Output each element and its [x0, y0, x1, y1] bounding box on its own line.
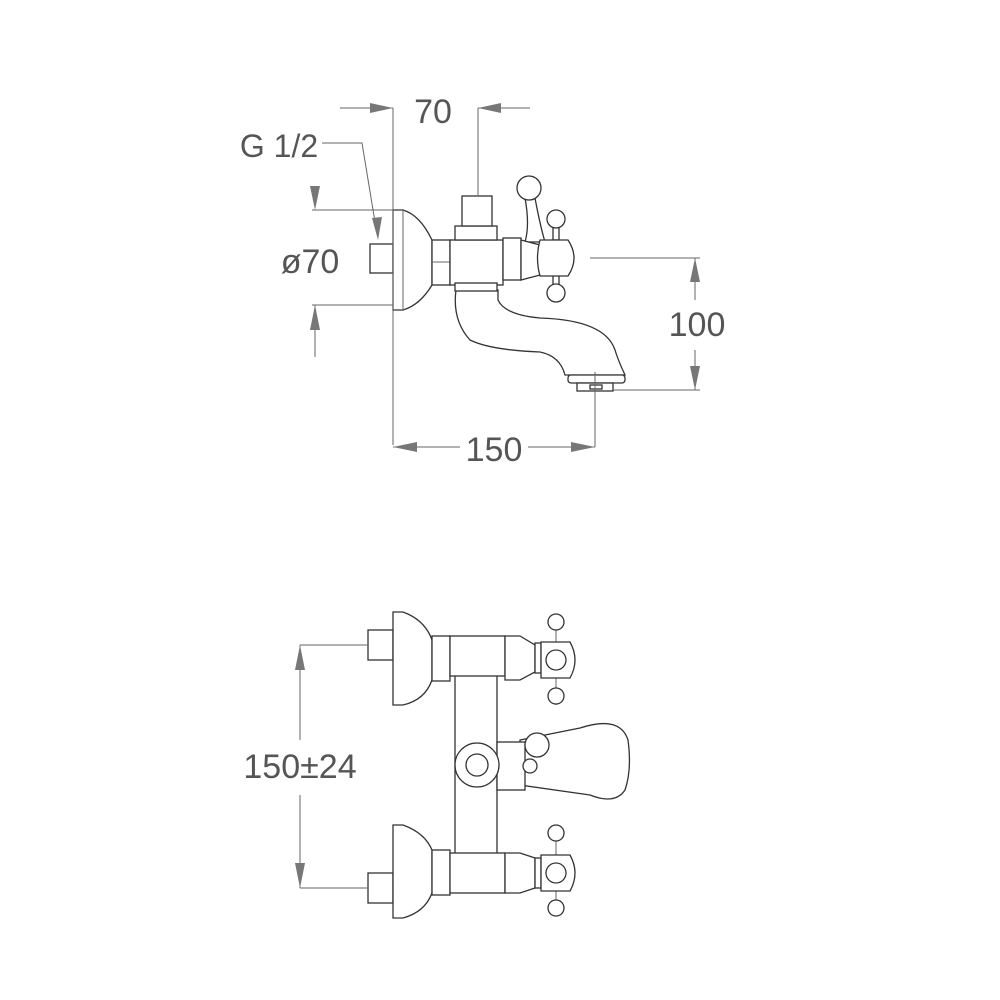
mixer-body: [449, 239, 504, 286]
dimension-outlet-offset: 70: [414, 93, 452, 131]
spout: [454, 289, 627, 376]
dimension-inlet-center-distance: 150±24: [243, 748, 357, 786]
dimension-spout-reach: 150: [465, 431, 523, 469]
cross-handle: [536, 239, 575, 277]
side-view-faucet: [369, 175, 627, 392]
wall-flange: [392, 209, 433, 311]
side-view-dimension-lines: [310, 103, 700, 452]
shower-outlet-thread: [461, 195, 493, 227]
front-view-faucet: [367, 611, 631, 919]
dimension-flange-diameter: ø70: [280, 243, 340, 281]
front-view-dimension-lines: [295, 644, 368, 889]
dimension-thread-size: G 1/2: [239, 128, 319, 164]
dimension-spout-height: 100: [668, 306, 726, 344]
wall-thread: [369, 243, 394, 274]
diverter-lever: [524, 197, 546, 243]
